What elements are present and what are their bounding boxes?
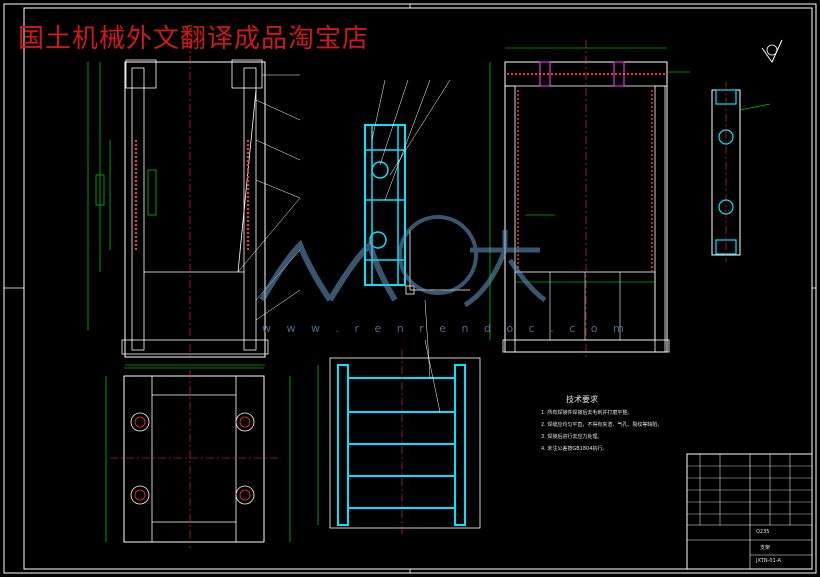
front-view-leader-5 (237, 197, 301, 273)
side-section-leader-4 (389, 79, 451, 176)
far-right-side-view (711, 39, 783, 262)
watermark-logo (259, 215, 547, 308)
ladder-leader-2 (424, 339, 441, 413)
side-section-view (364, 79, 470, 295)
technical-requirement-item: 3. 焊接后进行去应力处理。 (541, 434, 603, 440)
plan-view-bolt-tl-inner (134, 416, 146, 428)
side-section-leader-3 (384, 79, 431, 201)
right-elevation-bracket-2 (613, 61, 625, 87)
front-view-leader-4 (255, 179, 301, 199)
plan-view-bolt-tr-inner (239, 416, 251, 428)
front-view-dim-mark-1 (95, 174, 105, 206)
technical-requirement-item: 1. 所有焊接件焊接后去毛刺并打磨平整。 (541, 410, 633, 416)
right-elevation-left-post (504, 85, 516, 353)
ladder-left-rail (337, 364, 349, 526)
plan-view-bolt-bl-inner (134, 489, 146, 501)
title-block-drawing-number: JXTN-01-A (756, 558, 781, 564)
front-view-left-cap (125, 59, 157, 89)
watermark-shop-name: 国土机械外文翻译成品淘宝店 (18, 24, 370, 54)
ladder-outline (329, 357, 481, 529)
plan-view-bolt-tr (235, 412, 255, 432)
plan-view (105, 367, 291, 548)
front-view-leader-3 (255, 139, 301, 161)
front-view-leader-2 (255, 99, 301, 121)
ladder-right-rail (454, 364, 466, 526)
watermark-logo-stroke-3 (463, 230, 547, 308)
front-view-leader-7 (255, 289, 301, 321)
ladder-section-view (317, 299, 481, 535)
plan-view-outline (123, 375, 265, 543)
side-section-hole-top (371, 161, 389, 179)
watermark-logo-stroke-1 (259, 239, 333, 302)
right-elevation-bracket-1 (539, 61, 551, 87)
title-block (686, 453, 813, 570)
plan-view-left-plate (123, 375, 153, 543)
plan-view-bolt-br-inner (239, 489, 251, 501)
ucs-origin-box (405, 285, 415, 295)
side-section-leader-2 (379, 79, 409, 166)
right-elevation-base (502, 339, 670, 353)
side-section-hole-bottom (369, 231, 387, 249)
title-block-outline (686, 453, 813, 570)
plan-view-bolt-bl (130, 485, 150, 505)
front-view-right-cap (231, 59, 263, 89)
plan-view-right-plate (235, 375, 265, 543)
drawing-border-inner (23, 7, 813, 570)
far-right-leader (739, 103, 771, 111)
roughness-symbol (761, 39, 783, 63)
side-section-leader-1 (371, 79, 386, 141)
watermark-logo-ring (398, 215, 478, 295)
plan-view-bolt-tl (130, 412, 150, 432)
front-view (87, 40, 301, 366)
ladder-leader-1 (424, 299, 431, 379)
watermark-site-url: w w w . r e n r e n d o c . c o m (262, 322, 630, 335)
technical-requirements-title: 技术要求 (566, 395, 598, 404)
watermark-logo-stroke-2 (327, 239, 398, 302)
front-view-dim-mark-2 (147, 169, 157, 216)
title-block-drawing-name: 支架 (760, 545, 771, 551)
technical-requirement-item: 2. 焊缝应均匀平直，不得有夹渣、气孔、裂纹等缺陷。 (541, 422, 663, 428)
front-view-left-post (131, 67, 145, 351)
title-block-material: Q235 (756, 529, 770, 535)
roughness-circle (766, 44, 778, 56)
front-view-base (121, 339, 269, 355)
right-elevation-right-post (654, 85, 666, 353)
front-view-frame (124, 61, 266, 358)
right-elevation-view (489, 40, 690, 360)
technical-requirement-item: 4. 未注公差按GB1804执行。 (541, 446, 608, 452)
plan-view-bolt-br (235, 485, 255, 505)
